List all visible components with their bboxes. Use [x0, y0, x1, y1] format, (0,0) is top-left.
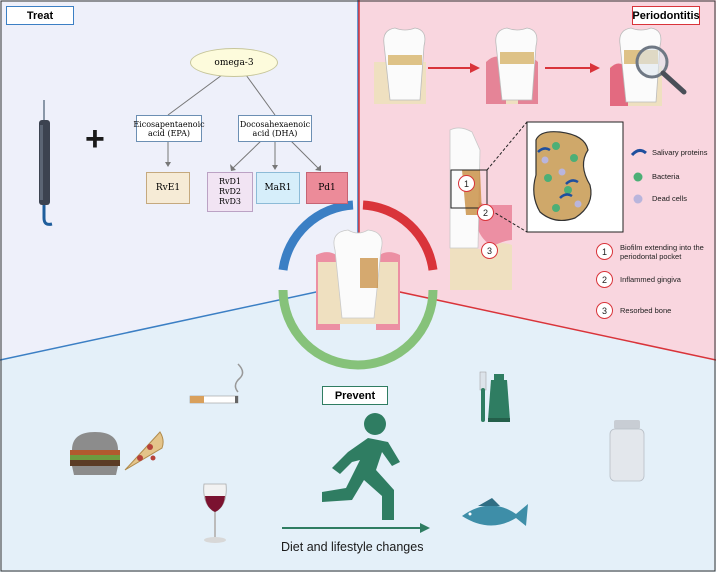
prevent-region	[0, 283, 716, 572]
periodontitis-tag: Periodontitis	[632, 6, 700, 25]
fish-icon	[462, 498, 528, 526]
toothpaste-icon	[488, 374, 510, 422]
central-tooth-icon	[316, 229, 400, 330]
rvd1-label: RvD1	[218, 177, 242, 186]
treat-tag: Treat	[6, 6, 74, 25]
salivary-protein-icon	[630, 148, 647, 157]
marker-1: 1	[458, 175, 475, 192]
plus-sign: +	[85, 120, 105, 158]
prevent-caption: Diet and lifestyle changes	[281, 540, 424, 554]
tooth-closeup-icon	[449, 127, 512, 290]
key-text-1: Biofilm extending into the periodontal p…	[620, 243, 704, 261]
key-number-1: 1	[596, 243, 613, 260]
rvd-node: RvD1 RvD2 RvD3	[207, 172, 253, 212]
tooth-healthy-icon	[374, 27, 426, 104]
omega-3-node: omega-3	[190, 48, 278, 77]
cigarette-icon	[189, 363, 244, 404]
pizza-icon	[124, 431, 164, 471]
prevent-tag: Prevent	[322, 386, 388, 405]
scaler-icon	[39, 100, 53, 226]
wine-icon	[203, 483, 227, 543]
rvd2-label: RvD2	[218, 187, 242, 196]
dha-node: Docosahexaenoic acid (DHA)	[238, 115, 312, 142]
magnifier-icon	[635, 45, 687, 95]
rve1-node: RvE1	[146, 172, 190, 204]
key-text-2: Inflammed gingiva	[620, 275, 681, 284]
rvd3-label: RvD3	[218, 197, 242, 206]
key-number-3: 3	[596, 302, 613, 319]
pill-bottle-icon	[609, 420, 645, 482]
runner-icon	[322, 413, 400, 520]
dead-cell-icon	[633, 194, 643, 204]
burger-icon	[70, 432, 120, 475]
central-ring	[278, 200, 438, 370]
key-text-3: Resorbed bone	[620, 306, 672, 315]
toothbrush-icon	[479, 371, 487, 422]
pd1-node: Pd1	[306, 172, 348, 204]
legend-dead-cells: Dead cells	[652, 194, 688, 203]
bacteria-icon	[633, 172, 643, 182]
key-number-2: 2	[596, 271, 613, 288]
marker-3: 3	[481, 242, 498, 259]
mar1-node: MaR1	[256, 172, 300, 204]
epa-node: Eicosapentaenoic acid (EPA)	[133, 115, 205, 142]
tooth-gingivitis-icon	[486, 27, 538, 104]
legend-bacteria: Bacteria	[652, 172, 680, 181]
marker-2: 2	[477, 204, 494, 221]
legend-salivary-proteins: Salivary proteins	[652, 148, 708, 157]
